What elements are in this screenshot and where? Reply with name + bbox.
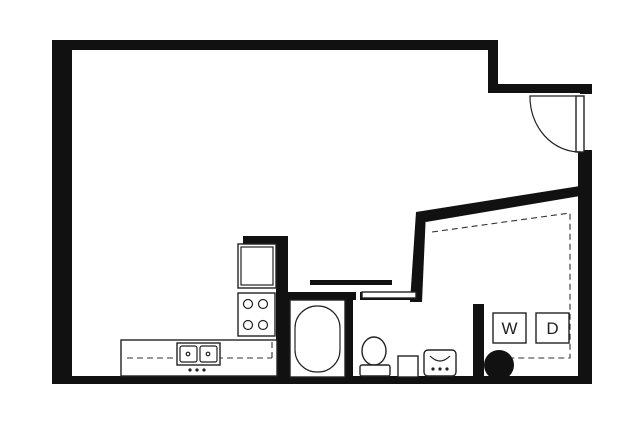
- bath-left-wall: [282, 292, 290, 382]
- entry-door: [529, 95, 585, 153]
- door-leaf: [575, 95, 585, 153]
- double-sink-icon: [176, 342, 221, 372]
- dryer: D: [535, 312, 570, 344]
- top-right-step-wall: [488, 40, 498, 92]
- entry-top-corner: [580, 84, 592, 94]
- tub-right-wall: [345, 292, 353, 382]
- toilet-icon: [359, 336, 391, 377]
- water-heater-icon: [484, 350, 514, 380]
- entry-top-wall: [488, 84, 592, 93]
- laundry-partition-wall: [473, 304, 484, 382]
- washer: W: [492, 312, 527, 344]
- cooktop-icon: [237, 292, 276, 337]
- pocket-door: [361, 291, 417, 299]
- exterior-walls: [52, 40, 592, 384]
- dryer-label: D: [546, 319, 558, 338]
- vanity-cabinet: [397, 355, 419, 378]
- washer-label: W: [501, 319, 517, 338]
- interior-walls: [243, 186, 580, 384]
- short-vertical-wall: [410, 212, 426, 302]
- bathroom: [289, 299, 457, 378]
- bathtub-icon: [289, 299, 346, 378]
- angled-wall: [416, 186, 580, 222]
- refrigerator-outline: [240, 246, 274, 286]
- top-wall: [52, 40, 498, 50]
- left-wall: [52, 40, 72, 383]
- closet-shelf: [310, 280, 392, 285]
- right-wall: [578, 150, 592, 383]
- laundry-dashline: [431, 212, 571, 359]
- bottom-wall: [52, 376, 592, 384]
- door-swing-icon: [529, 95, 581, 153]
- fridge-top-wall: [243, 236, 288, 245]
- refrigerator: [237, 243, 277, 289]
- bath-sink: [423, 349, 457, 377]
- kitchen: [120, 243, 278, 377]
- bath-top-wall: [276, 292, 356, 300]
- laundry: W D: [431, 212, 571, 380]
